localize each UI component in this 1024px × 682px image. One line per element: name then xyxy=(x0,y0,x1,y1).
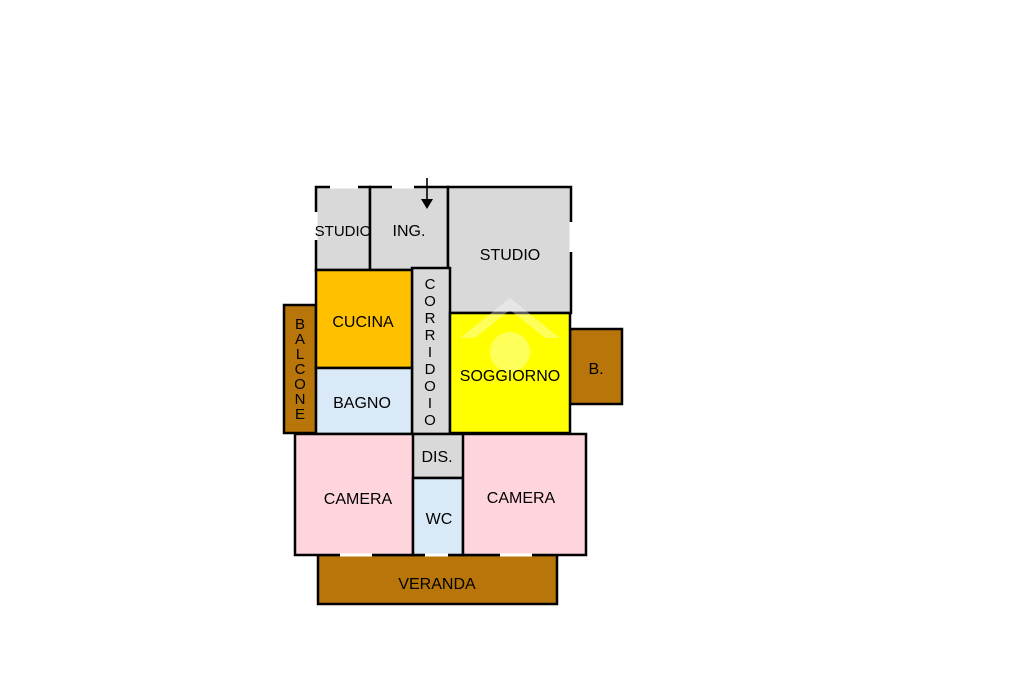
camera-left-area xyxy=(293,432,415,557)
label-veranda: VERANDA xyxy=(398,576,476,593)
arrow-down-icon xyxy=(421,178,433,209)
camera-right-area xyxy=(461,432,588,557)
label-bagno: BAGNO xyxy=(333,395,391,412)
soggiorno-area xyxy=(448,311,572,435)
label-ingresso: ING. xyxy=(393,223,426,240)
balcone-letter: L xyxy=(296,346,304,363)
label-studio-small: STUDIO xyxy=(315,223,372,240)
label-balcony-small: B. xyxy=(588,361,603,378)
corridoio-letter: C xyxy=(425,276,436,293)
corridoio-letter: O xyxy=(424,412,436,429)
label-corridoio: C O R R I D O I O xyxy=(424,276,436,429)
corridoio-letter: R xyxy=(425,310,436,327)
label-camera-right: CAMERA xyxy=(487,490,556,507)
corridoio-letter: O xyxy=(424,378,436,395)
label-balcone: B A L C O N E xyxy=(294,316,306,423)
studio-large-area xyxy=(446,185,573,315)
house-watermark-icon xyxy=(460,298,560,372)
cucina-area xyxy=(314,268,414,370)
corridoio-letter: R xyxy=(425,327,436,344)
label-wc: WC xyxy=(426,511,453,528)
balcone-letter: C xyxy=(295,361,306,378)
corridoio-letter: D xyxy=(425,361,436,378)
balcone-letter: A xyxy=(295,331,305,348)
balcone-letter: O xyxy=(294,376,306,393)
balcone-letter: E xyxy=(295,406,305,423)
label-soggiorno: SOGGIORNO xyxy=(460,368,560,385)
balcone-letter: N xyxy=(295,391,306,408)
corridoio-letter: O xyxy=(424,293,436,310)
door-openings xyxy=(314,185,573,557)
label-disimpegno: DIS. xyxy=(421,449,452,466)
label-camera-left: CAMERA xyxy=(324,491,393,508)
label-studio-large: STUDIO xyxy=(480,247,540,264)
balcone-letter: B xyxy=(295,316,305,333)
corridoio-letter: I xyxy=(428,344,432,361)
balcony-small-area xyxy=(568,327,624,406)
corridoio-letter: I xyxy=(428,395,432,412)
label-cucina: CUCINA xyxy=(332,314,394,331)
